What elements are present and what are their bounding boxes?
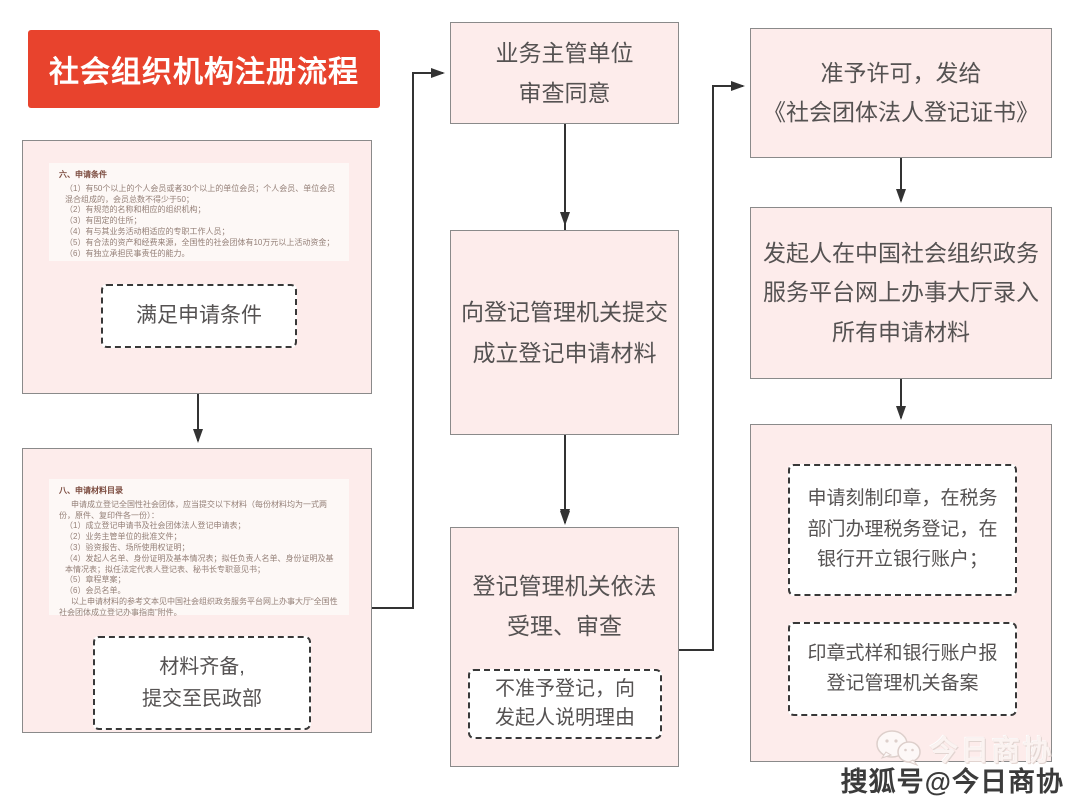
registration-denied-line2: 发起人说明理由 xyxy=(495,707,635,729)
document-conditions-heading: 六、申请条件 xyxy=(59,170,107,179)
callout-seal-tax-bank: 申请刻制印章，在税务部门办理税务登记，在银行开立银行账户； xyxy=(788,464,1017,596)
callout-materials-ready: 材料齐备, 提交至民政部 xyxy=(93,636,311,730)
callout-materials-line2: 提交至民政部 xyxy=(142,688,262,710)
node-supervisory-approval: 业务主管单位 审查同意 xyxy=(450,22,679,124)
watermark-brand-text: 今日商协 xyxy=(930,735,1055,766)
document-line: （6）有独立承担民事责任的能力。 xyxy=(65,248,190,258)
callout-materials-line1: 材料齐备, xyxy=(159,656,245,678)
document-line: （2）有规范的名称和相应的组织机构； xyxy=(65,205,206,215)
registration-denied-line1: 不准予登记，向 xyxy=(495,678,635,700)
document-outro: 以上申请材料的参考文本见中国社会组织政务服务平台网上办事大厅“全国性社会团体成立… xyxy=(59,596,338,617)
sohu-account-label: 搜狐号@今日商协 xyxy=(840,767,1064,796)
callout-registration-denied: 不准予登记，向 发起人说明理由 xyxy=(468,669,662,739)
document-materials: 八、申请材料目录 申请成立登记全国性社会团体，应当提交以下材料（每份材料均为一式… xyxy=(49,479,349,617)
platform-entry-line2: 服务平台网上办事大厅录入 xyxy=(763,279,1039,306)
node-accept-review: 登记管理机关依法 受理、审查 不准予登记，向 发起人说明理由 xyxy=(450,527,679,767)
submit-registration-line1: 向登记管理机关提交 xyxy=(461,299,668,326)
document-line: （4）有与其业务活动相适应的专职工作人员； xyxy=(65,226,230,236)
page-title: 社会组织机构注册流程 xyxy=(28,30,380,108)
submit-registration-line2: 成立登记申请材料 xyxy=(472,339,657,366)
node-seal-tax-bank: 申请刻制印章，在税务部门办理税务登记，在银行开立银行账户； 印章式样和银行账户报… xyxy=(750,424,1052,762)
document-intro: 申请成立登记全国性社会团体，应当提交以下材料（每份材料均为一式两份，原件、复印件… xyxy=(59,499,327,520)
document-line: （2）业务主管单位的批准文件； xyxy=(65,532,182,542)
document-conditions: 六、申请条件 （1）有50个以上的个人会员或者30个以上的单位会员；个人会员、单… xyxy=(49,163,349,261)
arrow-materials-to-supervisory xyxy=(372,68,445,609)
chat-bubbles-icon xyxy=(876,730,921,767)
accept-review-text: 登记管理机关依法 受理、审查 xyxy=(451,566,678,647)
seal-tax-bank-text: 申请刻制印章，在税务部门办理税务登记，在银行开立银行账户； xyxy=(807,488,998,571)
document-line: （3）验资报告、场所使用权证明； xyxy=(65,542,190,552)
document-line: （3）有固定的住所； xyxy=(65,216,142,226)
accept-review-line2: 受理、审查 xyxy=(507,613,622,640)
license-granted-line2: 《社会团体法人登记证书》 xyxy=(763,99,1039,125)
callout-meet-conditions-label: 满足申请条件 xyxy=(136,303,262,327)
document-line: （5）有合法的资产和经费来源，全国性的社会团体有10万元以上活动资金； xyxy=(65,237,335,247)
callout-record-filing: 印章式样和银行账户报登记管理机关备案 xyxy=(788,622,1017,716)
record-filing-text: 印章式样和银行账户报登记管理机关备案 xyxy=(807,642,998,694)
node-submit-registration: 向登记管理机关提交 成立登记申请材料 xyxy=(450,230,679,435)
license-granted-line1: 准予许可，发给 xyxy=(820,59,982,86)
watermark: 今日商协 xyxy=(872,728,1054,770)
document-line: （1）成立登记申请书及社会团体法人登记申请表； xyxy=(65,521,246,531)
platform-entry-line3: 所有申请材料 xyxy=(832,318,970,345)
node-application-conditions: 六、申请条件 （1）有50个以上的个人会员或者30个以上的单位会员；个人会员、单… xyxy=(22,140,372,394)
document-line: （1）有50个以上的个人会员或者30个以上的单位会员；个人会员、单位会员混合组成… xyxy=(65,183,336,204)
document-line: （4）发起人名单、身份证明及基本情况表；拟任负责人名单、身份证明及基本情况表；拟… xyxy=(65,553,334,574)
node-application-materials: 八、申请材料目录 申请成立登记全国性社会团体，应当提交以下材料（每份材料均为一式… xyxy=(22,448,372,733)
supervisory-approval-line1: 业务主管单位 xyxy=(495,39,634,66)
document-materials-heading: 八、申请材料目录 xyxy=(59,486,123,495)
arrow-review-to-license xyxy=(678,81,745,651)
supervisory-approval-line2: 审查同意 xyxy=(518,80,611,106)
document-line: （5）章程草案； xyxy=(65,575,126,585)
node-platform-entry: 发起人在中国社会组织政务 服务平台网上办事大厅录入 所有申请材料 xyxy=(750,207,1052,379)
accept-review-line1: 登记管理机关依法 xyxy=(472,573,657,599)
node-license-granted: 准予许可，发给 《社会团体法人登记证书》 xyxy=(750,28,1052,158)
document-line: （6）会员名单。 xyxy=(65,586,126,596)
platform-entry-line1: 发起人在中国社会组织政务 xyxy=(763,240,1039,267)
callout-meet-conditions: 满足申请条件 xyxy=(101,284,297,348)
